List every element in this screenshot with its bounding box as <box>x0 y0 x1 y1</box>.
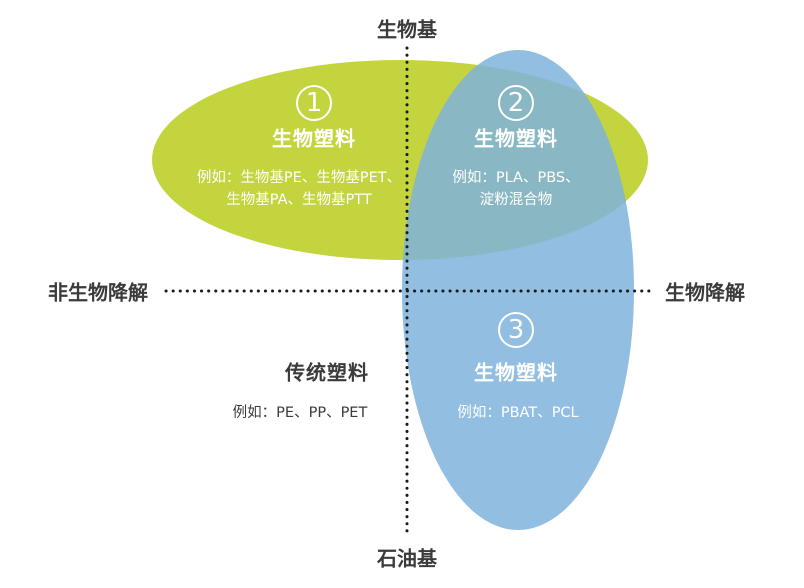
region-2-examples: 例如：PLA、PBS、 淀粉混合物 <box>452 167 579 211</box>
region-2-example-line-1: 例如：PLA、PBS、 <box>452 170 580 186</box>
axis-label-right: 生物降解 <box>665 280 745 305</box>
region-1-examples: 例如：生物基PE、生物基PET、 生物基PA、生物基PTT <box>197 167 401 211</box>
region-3-example-line-1: 例如：PBAT、PCL <box>457 405 579 421</box>
region-1-number: 1 <box>296 85 332 121</box>
blue-ellipse <box>402 50 634 530</box>
region-2-title: 生物塑料 <box>474 126 558 151</box>
axis-label-top: 生物基 <box>377 17 437 42</box>
region-1-title: 生物塑料 <box>272 126 356 151</box>
region-3-title: 生物塑料 <box>474 360 558 385</box>
region-1-example-line-1: 例如：生物基PE、生物基PET、 <box>196 170 402 186</box>
traditional-example-line-1: 例如：PE、PP、PET <box>232 405 368 421</box>
region-3-examples: 例如：PBAT、PCL <box>457 402 578 424</box>
axis-label-left: 非生物降解 <box>48 280 148 305</box>
traditional-title: 传统塑料 <box>285 360 369 385</box>
traditional-examples: 例如：PE、PP、PET <box>233 402 368 424</box>
axis-label-bottom: 石油基 <box>377 546 437 571</box>
region-2-example-line-2: 淀粉混合物 <box>479 192 553 208</box>
region-1-example-line-2: 生物基PA、生物基PTT <box>226 192 372 208</box>
region-2-number: 2 <box>498 85 534 121</box>
region-3-number: 3 <box>498 312 534 348</box>
